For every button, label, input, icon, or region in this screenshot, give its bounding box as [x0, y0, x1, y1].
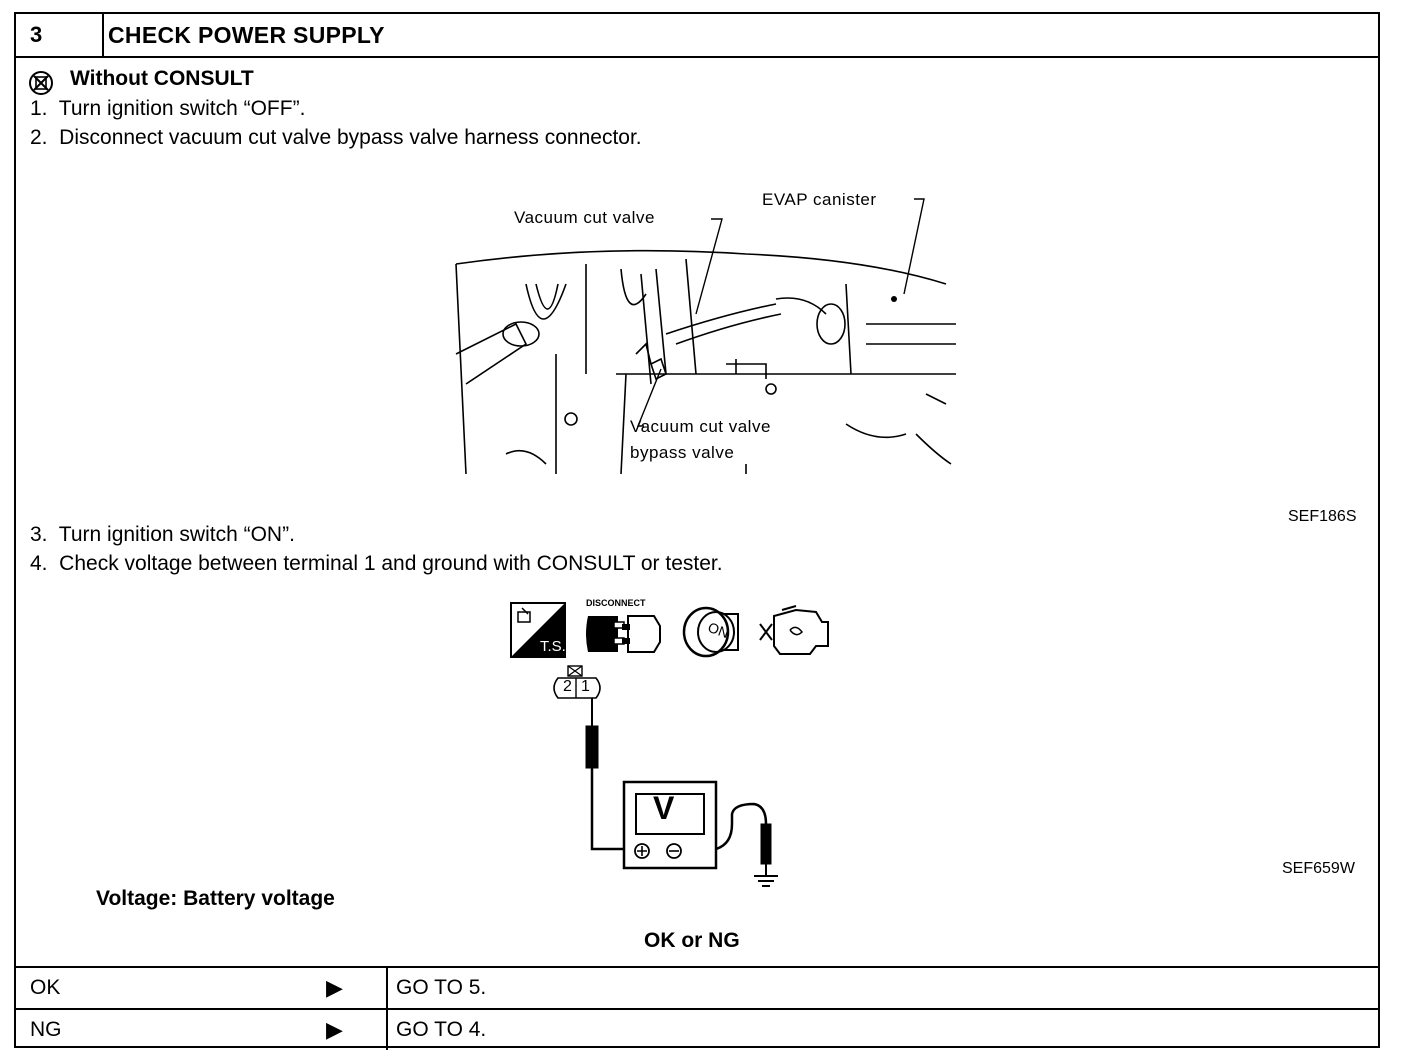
disconnect-label: DISCONNECT [586, 598, 646, 608]
step-1: 1. Turn ignition switch “OFF”. [30, 97, 306, 120]
arrow-right-icon: ▶ [326, 1017, 343, 1042]
voltmeter-label: V [653, 790, 675, 826]
figure-code-2: SEF659W [1282, 860, 1355, 877]
result-row-ok: OK ▶ GO TO 5. [16, 966, 1378, 1008]
arrow-right-icon: ▶ [326, 975, 343, 1000]
label-evap-canister: EVAP canister [762, 190, 877, 209]
step-4: 4. Check voltage between terminal 1 and … [30, 552, 723, 575]
section-heading: Without CONSULT [70, 67, 254, 90]
step-title: CHECK POWER SUPPLY [108, 22, 385, 48]
voltage-spec: Voltage: Battery voltage [96, 887, 335, 910]
step-3: 3. Turn ignition switch “ON”. [30, 523, 295, 546]
terminal-2-label: 2 [563, 678, 572, 695]
figure-code-1: SEF186S [1288, 508, 1357, 525]
result-ok-label: OK [30, 976, 61, 999]
step-number: 3 [16, 14, 104, 56]
disconnect-icon [586, 615, 661, 653]
column-divider [386, 968, 388, 1008]
result-row-ng: NG ▶ GO TO 4. [16, 1008, 1378, 1050]
result-ok-action: GO TO 5. [396, 976, 487, 999]
step-2: 2. Disconnect vacuum cut valve bypass va… [30, 126, 642, 149]
procedure-box: 3 CHECK POWER SUPPLY Without CONSULT 1. … [14, 12, 1380, 1050]
vacuum-cut-valve-illustration [455, 198, 956, 475]
engine-icon [759, 605, 829, 655]
voltage-check-diagram [553, 665, 778, 887]
result-ng-label: NG [30, 1018, 62, 1041]
step-header: 3 CHECK POWER SUPPLY [16, 14, 1378, 58]
terminal-1-label: 1 [581, 678, 590, 695]
no-consult-icon [29, 71, 53, 95]
result-ng-action: GO TO 4. [396, 1018, 487, 1041]
column-divider [386, 1010, 388, 1050]
label-bypass-valve-line1: Vacuum cut valve [630, 417, 771, 436]
ts-label: T.S. [540, 638, 566, 655]
label-vacuum-cut-valve: Vacuum cut valve [514, 208, 655, 227]
ts-icon [510, 602, 566, 658]
label-bypass-valve-line2: bypass valve [630, 443, 735, 462]
ignition-on-icon [682, 606, 739, 658]
decision-question: OK or NG [644, 929, 740, 952]
